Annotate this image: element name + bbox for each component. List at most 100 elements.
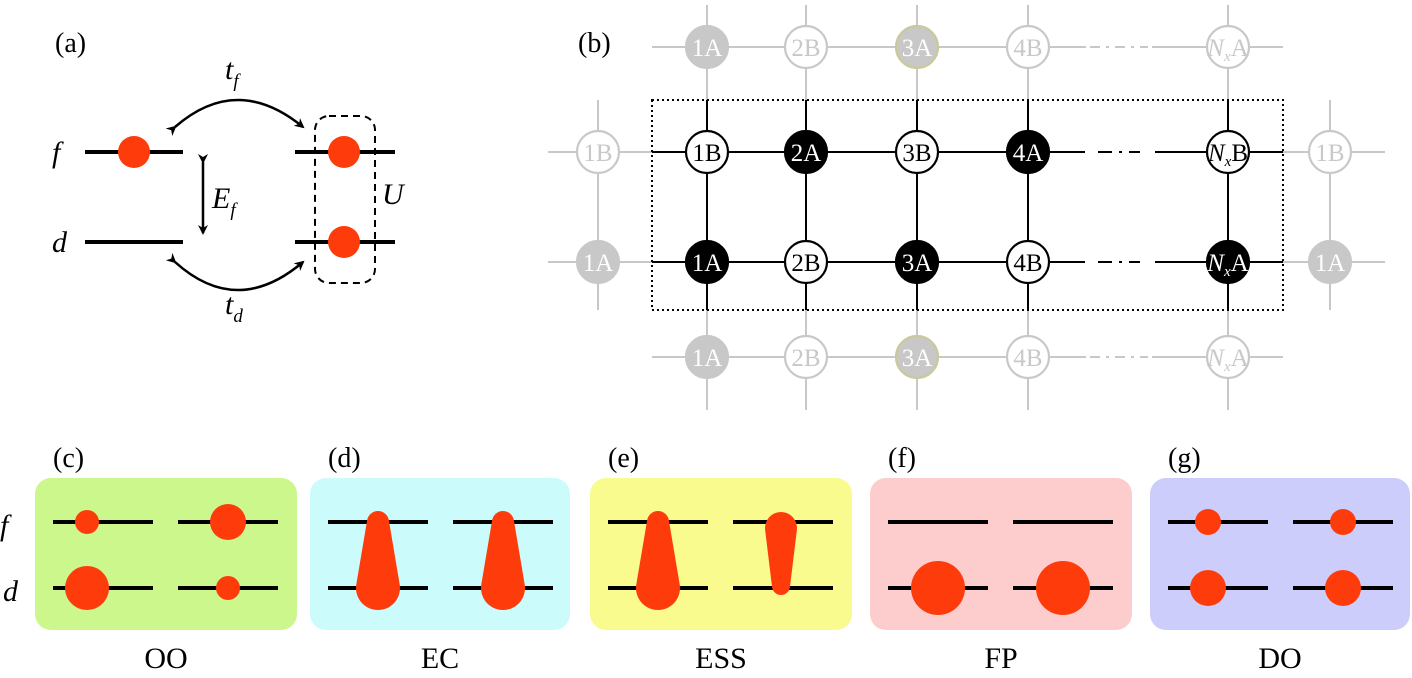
- lattice-site: 1B: [575, 129, 621, 175]
- electron-f-right: [328, 136, 360, 168]
- lattice-site: 3A: [894, 239, 940, 285]
- site-circle: [783, 129, 829, 175]
- phase-name: EC: [421, 642, 459, 675]
- electron: [911, 561, 965, 615]
- electron-cloud: [765, 512, 797, 595]
- phase-panel: (c) OO: [35, 443, 297, 675]
- electron-d-right: [328, 226, 360, 258]
- hop-d-label: td: [225, 288, 243, 327]
- panel-a: (a) f d tf td Ef U: [52, 28, 406, 327]
- lattice-site: 4B: [1005, 334, 1051, 380]
- site-circle: [1205, 334, 1251, 380]
- site-circle: [1005, 334, 1051, 380]
- site-label: 2B: [791, 345, 820, 372]
- phase-background: [35, 478, 297, 630]
- phase-letter-label: (d): [328, 443, 361, 474]
- phase-panels: fd(c)OO(d)EC(e)ESS(f)FP(g)DO: [0, 443, 1410, 675]
- site-circle: [1205, 24, 1251, 70]
- site-circle: [1205, 129, 1251, 175]
- lattice-site: 1A: [684, 239, 730, 285]
- site-label: 1A: [583, 250, 614, 277]
- phase-letter-label: (f): [888, 443, 916, 474]
- site-label: 1A: [1315, 250, 1346, 277]
- site-label: 2B: [791, 250, 820, 277]
- phase-panel: (f)FP: [870, 443, 1132, 675]
- phase-d-axis-label: d: [3, 575, 19, 608]
- electron-f-left: [118, 136, 150, 168]
- phase-letter-label: (c): [53, 443, 84, 474]
- site-circle: [1307, 239, 1353, 285]
- site-circle: [894, 129, 940, 175]
- site-label: 2B: [791, 35, 820, 62]
- site-label: 3A: [902, 250, 933, 277]
- lattice-site: 2B: [783, 239, 829, 285]
- site-label: 1A: [692, 35, 723, 62]
- phase-background: [310, 478, 570, 630]
- site-circle: [684, 334, 730, 380]
- electron: [1195, 509, 1221, 535]
- phase-letter-label: (g): [1168, 443, 1201, 474]
- site-label: NxA: [1206, 345, 1248, 375]
- lattice-site: 3B: [894, 129, 940, 175]
- site-label: 3A: [902, 35, 933, 62]
- phase-name: OO: [144, 642, 187, 675]
- interaction-label: U: [382, 178, 406, 211]
- lattice-site: 1A: [684, 334, 730, 380]
- d-level-label: d: [52, 226, 68, 259]
- site-circle: [575, 239, 621, 285]
- hop-f-arrow: [165, 98, 305, 137]
- site-label: 4A: [1013, 140, 1044, 167]
- phase-panel: (e)ESS: [590, 443, 852, 675]
- panel-b-label: (b): [578, 28, 611, 59]
- phase-background: [870, 478, 1132, 630]
- phase-name: ESS: [695, 642, 747, 675]
- electron: [1330, 509, 1356, 535]
- lattice-site: 2B: [783, 334, 829, 380]
- phase-panel: (g)DO: [1150, 443, 1410, 675]
- lattice-site: 1B: [1307, 129, 1353, 175]
- electron: [1190, 570, 1226, 606]
- site-label: 4B: [1013, 345, 1042, 372]
- site-circle: [684, 24, 730, 70]
- lattice-site: NxA: [1205, 24, 1251, 70]
- site-circle: [894, 334, 940, 380]
- electron-cloud: [356, 511, 400, 610]
- electron-cloud: [480, 511, 525, 610]
- site-label: 1B: [1315, 140, 1344, 167]
- energy-label: Ef: [211, 182, 238, 221]
- site-circle: [1005, 129, 1051, 175]
- site-label: 4B: [1013, 35, 1042, 62]
- site-label: 3B: [902, 140, 931, 167]
- site-circle: [1005, 24, 1051, 70]
- electron: [65, 566, 109, 610]
- site-circle: [783, 334, 829, 380]
- site-label: 1A: [692, 250, 723, 277]
- lattice-site: 1A: [684, 24, 730, 70]
- site-circle: [783, 239, 829, 285]
- phase-panel: (d) EC: [310, 443, 570, 675]
- site-label: 1B: [692, 140, 721, 167]
- site-circle: [894, 239, 940, 285]
- site-circle: [684, 239, 730, 285]
- site-circle: [894, 24, 940, 70]
- f-level-label: f: [52, 136, 64, 169]
- phase-background: [1150, 478, 1410, 630]
- site-circle: [1005, 239, 1051, 285]
- hop-f-label: tf: [225, 53, 241, 92]
- lattice-site: 1A: [575, 239, 621, 285]
- electron: [216, 576, 240, 600]
- lattice-site: 1A: [1307, 239, 1353, 285]
- phase-background: [590, 478, 852, 630]
- hop-d-arrow: [165, 252, 305, 292]
- site-label: NxA: [1206, 250, 1248, 280]
- lattice-site: NxB: [1205, 129, 1251, 175]
- site-label: NxB: [1207, 140, 1248, 170]
- electron: [75, 510, 99, 534]
- site-label: NxA: [1206, 35, 1248, 65]
- lattice-site: 4B: [1005, 239, 1051, 285]
- site-label: 1B: [583, 140, 612, 167]
- electron-cloud: [636, 511, 680, 610]
